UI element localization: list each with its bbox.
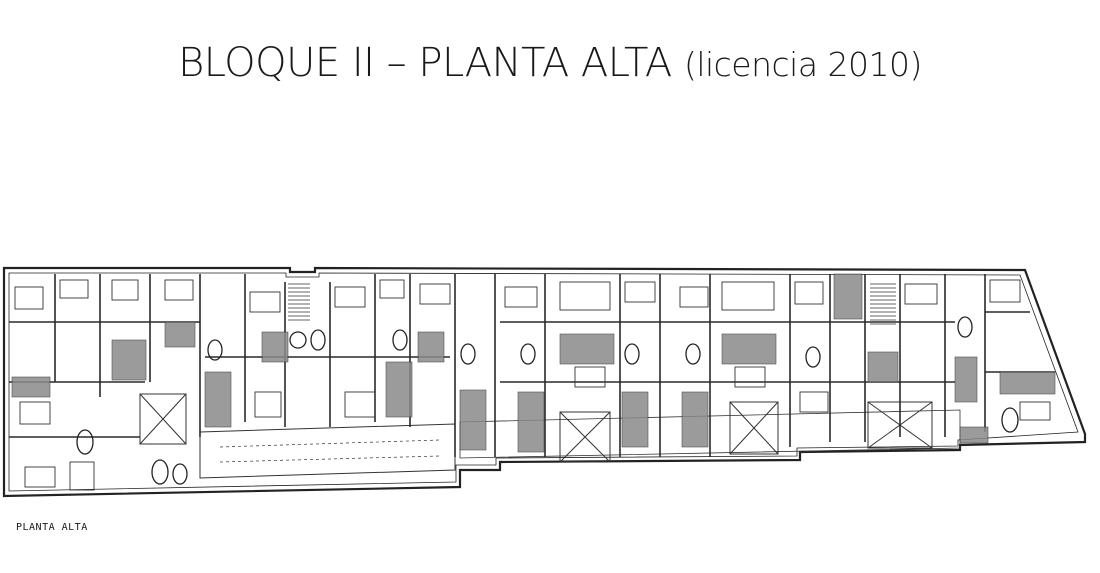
stair-x-3 <box>729 401 779 455</box>
tables <box>76 316 1019 485</box>
corridor <box>199 409 961 479</box>
wet-rooms <box>11 273 1056 453</box>
stair-x-1 <box>139 393 187 445</box>
plan-caption: PLANTA ALTA <box>16 522 88 533</box>
partition-walls <box>9 274 1055 457</box>
floor-plan <box>2 266 1087 498</box>
slide-title: BLOQUE II – PLANTA ALTA (licencia 2010) <box>0 40 1100 86</box>
stair-core <box>288 283 896 325</box>
stair-x-2 <box>559 411 611 463</box>
slide-title-sub: (licencia 2010) <box>683 45 922 84</box>
slide-title-main: BLOQUE II – PLANTA ALTA <box>178 40 672 86</box>
furniture <box>14 279 1051 491</box>
